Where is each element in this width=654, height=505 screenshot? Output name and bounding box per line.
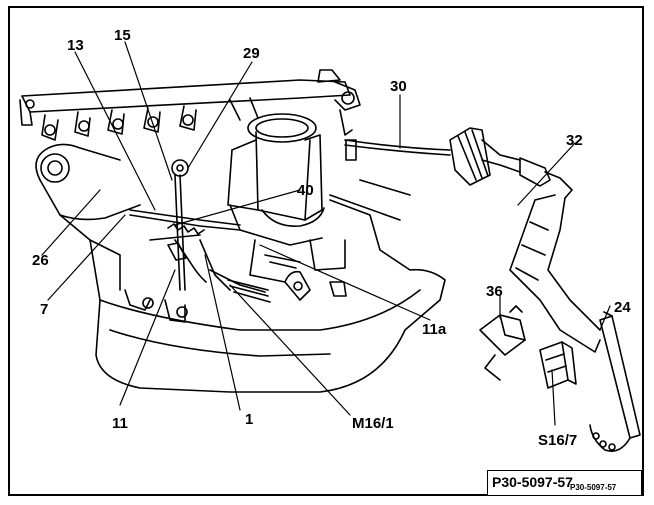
callout-32: 32 [566,132,583,149]
callout-40: 40 [297,182,314,199]
air-flow-meter [227,113,346,283]
callout-labels: 13 15 29 30 32 40 26 7 11a 36 24 11 1 M1… [32,27,631,449]
injectors [41,105,197,141]
intake-manifold [35,143,446,393]
callout-m16-1: M16/1 [352,415,394,432]
actuator-arrows [227,279,271,303]
cable-bellows [449,127,521,186]
callout-13: 13 [67,37,84,54]
callout-24: 24 [614,299,631,316]
callout-29: 29 [243,45,260,62]
callout-11a: 11a [422,321,447,338]
pedal-switches [479,305,577,389]
throttle-cable [329,139,451,221]
diagram-frame [8,6,644,496]
callout-1: 1 [245,411,253,428]
fuel-rail [19,69,361,161]
figure-reference-box: P30-5097-57 P30-5097-57 [487,470,642,496]
callout-7: 7 [40,301,48,318]
figure-reference-small: P30-5097-57 [570,483,617,492]
callout-36: 36 [486,283,503,300]
figure-reference-number: P30-5097-57 [492,474,573,490]
callout-30: 30 [390,78,407,95]
callout-26: 26 [32,252,49,269]
throttle-linkage [129,159,266,293]
callout-15: 15 [114,27,131,44]
leader-lines [41,41,611,426]
callout-s16-7: S16/7 [538,432,577,449]
callout-11: 11 [112,415,128,432]
accelerator-pedal-assembly [509,157,641,452]
